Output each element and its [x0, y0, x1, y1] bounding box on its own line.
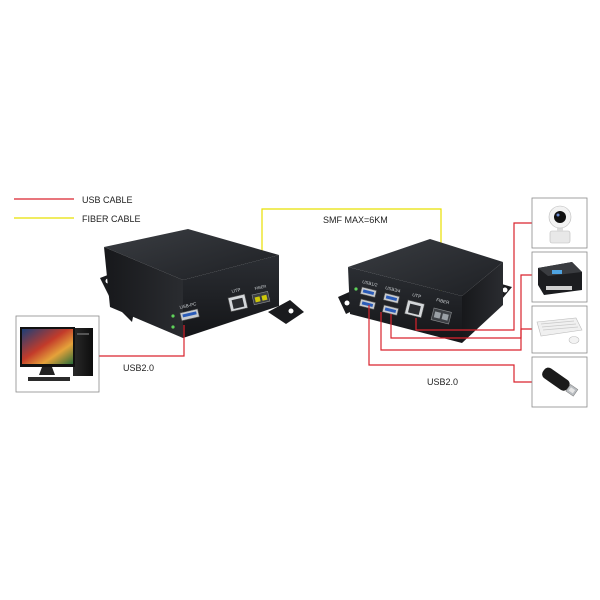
- camera-lens: [554, 211, 566, 223]
- computer-tower: [73, 328, 93, 376]
- receiver-usb2-port: [358, 298, 376, 310]
- receiver-usb1-port: [359, 286, 377, 298]
- transmitter-fiber-port-label: FIBER: [254, 283, 267, 291]
- left-usb-link: USB2.0: [99, 325, 185, 373]
- receiver-side: [462, 262, 503, 343]
- keyboard-body: [536, 317, 583, 337]
- usb-cable-to-keyboard: [380, 312, 532, 351]
- usb-cable-to-camera: [415, 222, 532, 331]
- computer-stand: [39, 367, 55, 375]
- keyboard-mouse: [531, 305, 588, 354]
- receiver-flange-hole-right: [502, 287, 508, 293]
- receiver-fiber-label: FIBER: [436, 297, 451, 305]
- camera-lens-glint: [556, 213, 560, 217]
- transmitter-fiber-port: [251, 291, 271, 306]
- transmitter-unit: USB-PC UTP FIBER: [100, 229, 304, 338]
- camera-neck: [557, 225, 563, 232]
- flash-drive-connector-slot: [568, 387, 576, 394]
- right-usb-links: USB2.0: [368, 222, 532, 387]
- transmitter-right-flange: [268, 300, 304, 324]
- transmitter-side: [104, 247, 183, 338]
- right-usb-label: USB2.0: [427, 377, 458, 387]
- computer-keyboard: [28, 377, 70, 381]
- flash-drive-body: [542, 367, 570, 391]
- transmitter-usb-port-label: USB-PC: [179, 301, 197, 310]
- transmitter-link-led: [171, 325, 175, 329]
- fiber-cable-label: FIBER CABLE: [82, 214, 141, 224]
- left-usb-cable-line: [99, 325, 185, 357]
- transmitter-power-led: [171, 314, 175, 318]
- usb-cable-to-flash-drive: [368, 305, 532, 383]
- receiver-top: [348, 239, 503, 296]
- computer-tower-drive: [77, 333, 89, 335]
- printer: [531, 251, 588, 303]
- receiver-usb34-label: USB3/4: [385, 285, 402, 294]
- keyboard-keys: [540, 320, 579, 331]
- receiver-flange-hole-left: [344, 300, 350, 306]
- transmitter-front: [183, 255, 279, 338]
- transmitter-top: [104, 229, 279, 280]
- receiver-usb3-port: [382, 292, 400, 304]
- usb-cable-label: USB CABLE: [82, 195, 133, 205]
- printer-top: [538, 262, 582, 276]
- printer-paper-tray: [546, 286, 572, 290]
- transmitter-utp-port-label: UTP: [231, 287, 241, 294]
- receiver-usb4-port: [381, 304, 399, 316]
- camera-base: [549, 230, 571, 244]
- transmitter-usb-port: [179, 308, 200, 322]
- legend: USB CABLE FIBER CABLE: [14, 195, 141, 224]
- printer-display: [552, 270, 562, 274]
- receiver-front: [348, 267, 462, 343]
- receiver-utp-port: [404, 299, 425, 319]
- left-usb-label: USB2.0: [123, 363, 154, 373]
- ip-camera: [531, 197, 588, 249]
- transmitter-utp-port: [227, 293, 249, 313]
- transmitter-flange-hole-right: [288, 308, 294, 314]
- usb-flash-drive: [531, 356, 588, 408]
- receiver-fiber-port: [430, 307, 452, 325]
- computer-screen: [22, 329, 73, 364]
- receiver-usb12-label: USB1/2: [362, 279, 379, 288]
- mouse: [568, 336, 580, 344]
- fiber-distance-label: SMF MAX=6KM: [323, 215, 388, 225]
- desktop-computer: [15, 315, 100, 393]
- receiver-unit: USB1/2 USB3/4 UTP FIBER: [338, 239, 512, 343]
- receiver-power-led: [354, 287, 358, 291]
- receiver-utp-label: UTP: [412, 292, 422, 299]
